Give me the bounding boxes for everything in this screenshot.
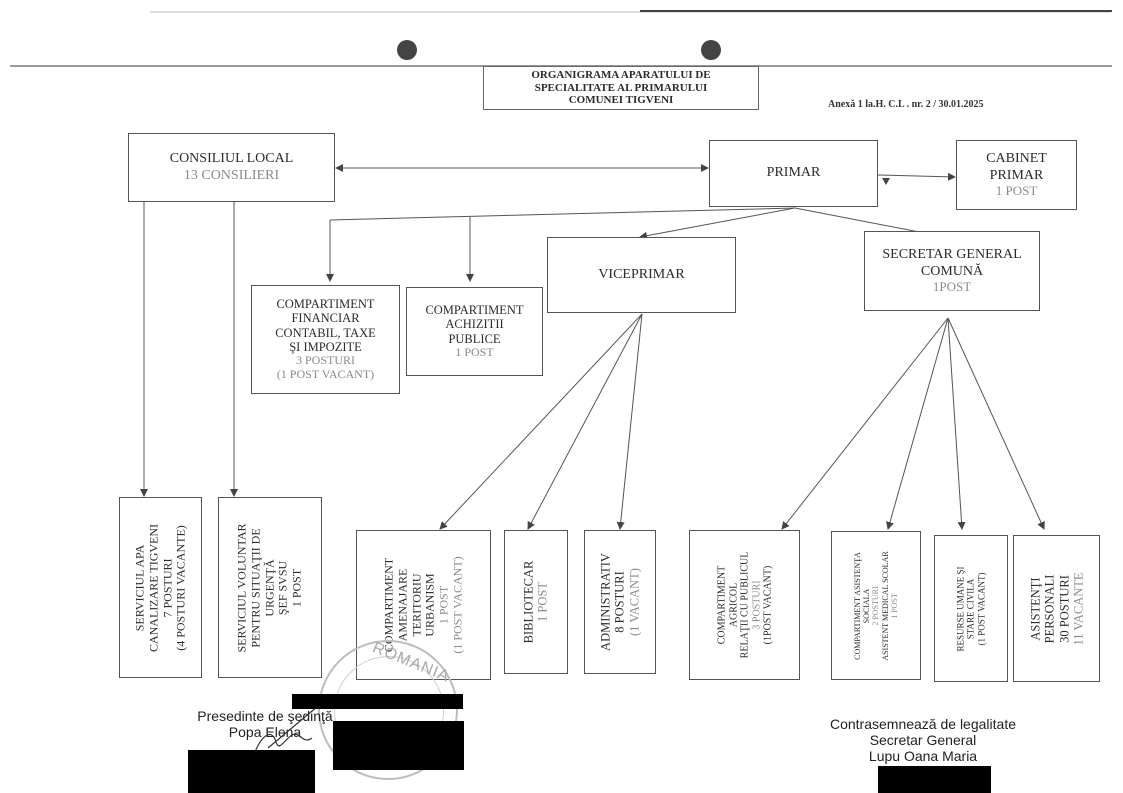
resurse-line-2: STARE CIVILA [965,578,976,639]
serviciul-apa-box: SERVICIUL APA CANALIZARE TIGVENI 7 POSTU… [119,497,202,678]
apa-posts: 7 POSTURI [159,558,174,618]
cabinet-line-2: PRIMAR [989,167,1044,183]
primar-name: PRIMAR [766,165,821,181]
president-title: Presedinte de şedinţă [197,708,333,724]
financiar-line-3: CONTABIL, TAXE [275,325,376,340]
urbanism-line-4: URBANISM [422,573,437,637]
administrativ-posts: 8 POSTURI [612,571,627,633]
urbanism-vacant: (1 POST VACANT) [450,556,465,654]
achizitii-line-1: COMPARTIMENT [425,303,524,318]
urbanism-line-3: TERITORIU [408,573,423,637]
compartiment-achizitii-box: COMPARTIMENT ACHIZITII PUBLICE 1 POST [406,287,543,376]
asistenti-personali-box: ASISTENŢI PERSONALI 30 POSTURI 11 VACANT… [1013,535,1100,682]
compartiment-asistenta-box: COMPARTIMENT ASISTENŢA SOCIALA 2 POSTURI… [831,531,921,680]
cabinet-line-1: CABINET [986,151,1047,167]
personali-vacant: 11 VACANTE [1070,571,1085,646]
compartiment-agricol-box: COMPARTIMENT AGRICOL RELAŢII CU PUBLICUL… [689,530,800,680]
administrativ-title: ADMINISTRATIV [598,553,613,651]
secretar-line-1: SECRETAR GENERAL [882,247,1022,263]
svsu-line-2: PENTRU SITUAŢII DE [248,527,263,648]
apa-vacant: (4 POSTURI VACANTE) [173,524,188,651]
financiar-line-1: COMPARTIMENT [276,296,375,311]
chart-title-line-3: COMUNEI TIGVENI [568,94,674,107]
administrativ-box: ADMINISTRATIV 8 POSTURI (1 VACANT) [584,530,656,674]
agricol-line-3: RELAŢII CU PUBLICUL [738,551,750,659]
svsu-line-3: URGENŢĂ [262,558,277,617]
secretar-general-box: SECRETAR GENERAL COMUNĂ 1POST [864,231,1040,311]
chart-title-line-1: ORGANIGRAMA APARATULUI DE [531,69,711,82]
chart-title-line-2: SPECIALITATE AL PRIMARULUI [534,81,708,94]
agricol-vacant: (1POST VACANT) [761,565,773,645]
svsu-posts: 1 POST [289,568,304,607]
viceprimar-name: VICEPRIMAR [598,266,685,282]
achizitii-line-2: ACHIZITII [445,317,504,332]
primar-box: PRIMAR [709,140,878,207]
svsu-line-1: SERVICIUL VOLUNTAR [234,522,249,653]
consiliul-local-name: CONSILIUL LOCAL [169,151,294,167]
bibliotecar-title: BIBLIOTECAR [521,560,536,644]
asistenta-line-2: SOCIALA [862,588,872,623]
asistenta-line-1: COMPARTIMENT ASISTENŢA [853,551,863,660]
asistenta-posts: 2 POSTURI [871,585,881,626]
bibliotecar-posts: 1 POST [536,582,550,622]
compartiment-financiar-box: COMPARTIMENT FINANCIAR CONTABIL, TAXE ŞI… [251,285,400,394]
cabinet-primar-box: CABINET PRIMAR 1 POST [956,140,1077,210]
personali-line-2: PERSONALI [1042,574,1057,643]
agricol-posts: 3 POSTURI [750,580,762,630]
chart-title-box: ORGANIGRAMA APARATULUI DE SPECIALITATE A… [483,66,759,110]
financiar-line-4: ŞI IMPOZITE [289,340,362,355]
viceprimar-box: VICEPRIMAR [547,237,736,313]
resurse-line-1: RESURSE UMANE ŞI [955,565,966,652]
agricol-line-1: COMPARTIMENT [715,565,727,645]
agricol-line-2: AGRICOL [727,582,739,628]
consiliul-local-members: 13 CONSILIERI [183,167,280,183]
apa-line-1: SERVICIUL APA [131,544,146,631]
punch-hole-left-icon [397,40,417,60]
resurse-vacant: (1 POST VACANT) [976,571,987,646]
redaction-bar-2 [333,721,464,770]
financiar-posts: 3 POSTURI [295,353,355,368]
punch-hole-right-icon [701,40,721,60]
signature-left-block: Presedinte de şedinţă Popa Elena [185,708,345,740]
cabinet-posts: 1 POST [995,182,1038,198]
secretary-title: Secretar General [869,732,977,749]
achizitii-posts: 1 POST [455,345,494,360]
serviciul-voluntar-box: SERVICIUL VOLUNTAR PENTRU SITUAŢII DE UR… [218,497,322,678]
annex-reference: Anexă 1 la.H. C.L . nr. 2 / 30.01.2025 [828,99,984,110]
administrativ-vacant: (1 VACANT) [627,568,642,636]
apa-line-2: CANALIZARE TIGVENI [145,523,160,652]
secretar-posts: 1POST [932,278,972,294]
signature-right-block: Contrasemnează de legalitate Secretar Ge… [808,716,1038,764]
redaction-bar-1 [292,694,463,709]
achizitii-line-3: PUBLICE [448,331,501,346]
urbanism-posts: 1 POST [436,585,451,625]
financiar-vacant: (1 POST VACANT) [276,367,375,382]
personali-posts: 30 POSTURI [1056,574,1071,643]
redaction-bar-4 [878,766,991,793]
urbanism-line-2: AMENAJARE [394,568,409,642]
redaction-bar-3 [188,750,315,793]
personali-line-1: ASISTENŢI [1027,576,1042,641]
svsu-line-4: ŞEF SVSU [275,560,290,615]
urbanism-line-1: COMPARTIMENT [381,557,396,653]
resurse-umane-box: RESURSE UMANE ŞI STARE CIVILA (1 POST VA… [934,535,1008,682]
financiar-line-2: FINANCIAR [291,311,360,326]
secretar-line-2: COMUNĂ [920,263,984,279]
president-name: Popa Elena [228,724,302,741]
secretary-name: Lupu Oana Maria [868,748,978,765]
asistenta-medical-posts: 1 POST [889,592,899,619]
consiliul-local-box: CONSILIUL LOCAL 13 CONSILIERI [128,133,335,202]
countersign-title: Contrasemnează de legalitate [829,716,1016,732]
asistenta-line-3: ASISTENT MEDICAL SCOLAR [880,550,890,661]
bibliotecar-box: BIBLIOTECAR 1 POST [504,530,568,674]
